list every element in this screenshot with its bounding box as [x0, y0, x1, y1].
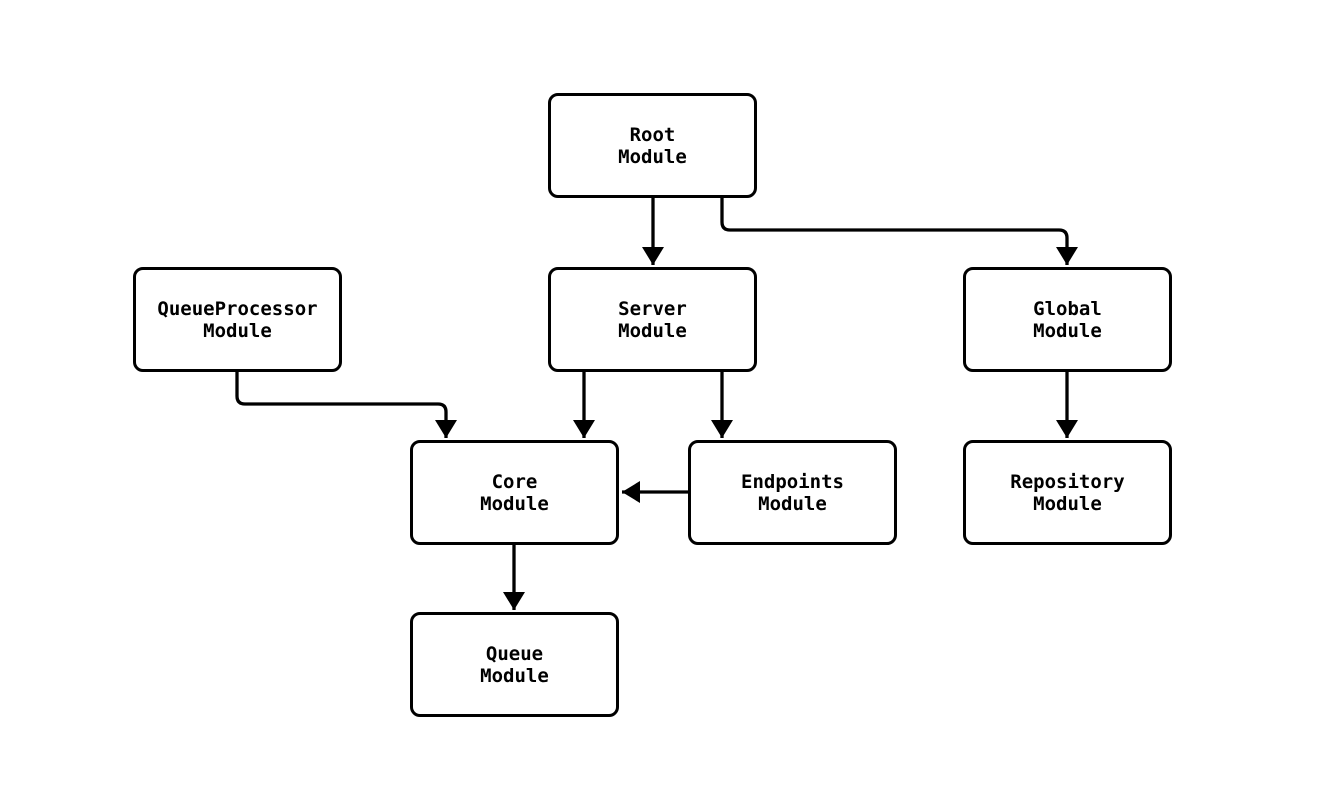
- node-label: Module: [1033, 492, 1102, 515]
- node-label: Module: [758, 492, 827, 515]
- node-label: QueueProcessor: [157, 297, 318, 320]
- node-label: Module: [480, 492, 549, 515]
- edge-queueprocessor-to-core: [235, 372, 457, 438]
- node-label: Module: [1033, 319, 1102, 342]
- node-label: Repository: [1010, 470, 1125, 493]
- node-label: Core: [491, 470, 538, 493]
- node-label: Queue: [485, 642, 544, 665]
- node-label: Root: [629, 123, 676, 146]
- node-label: Module: [618, 145, 687, 168]
- node-label: Global: [1033, 297, 1102, 320]
- edges-group: [235, 198, 1078, 610]
- node-label: Module: [618, 319, 687, 342]
- node-label: Module: [203, 319, 272, 342]
- edge-root-to-global: [720, 198, 1078, 265]
- node-label: Module: [480, 664, 549, 687]
- node-label: Endpoints: [741, 470, 844, 493]
- node-label: Server: [618, 297, 687, 320]
